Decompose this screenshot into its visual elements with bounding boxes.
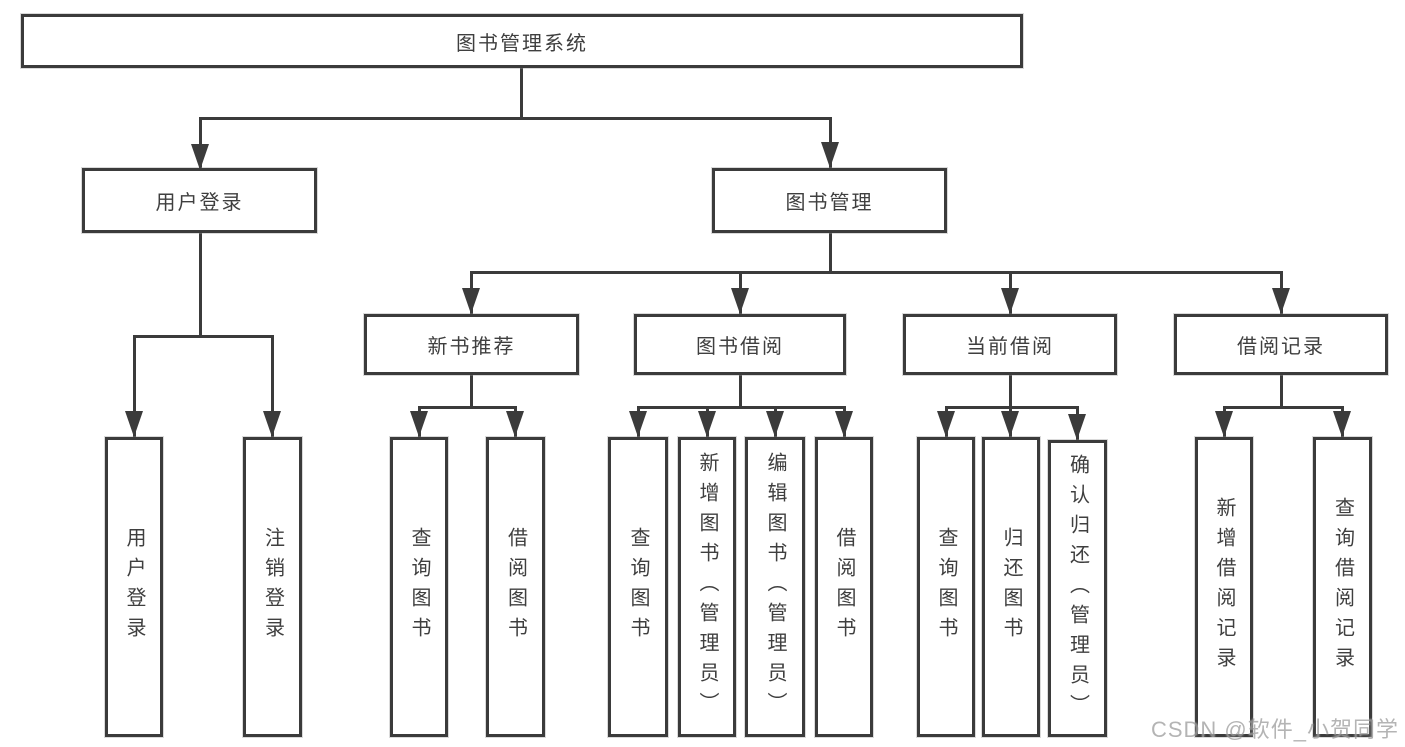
connector-line — [739, 375, 742, 409]
arrow-down-icon — [821, 142, 839, 168]
node-borrow-records: 借阅记录 — [1174, 314, 1388, 375]
leaf-edit-book-admin: 编辑图书（管理员） — [745, 437, 805, 737]
node-book-borrow: 图书借阅 — [634, 314, 846, 375]
watermark: CSDN @软件_小贺同学 — [1150, 717, 1399, 742]
arrow-down-icon — [1272, 288, 1290, 314]
arrow-down-icon — [462, 288, 480, 314]
leaf-add-borrow-record: 新增借阅记录 — [1195, 437, 1253, 737]
node-book-management: 图书管理 — [712, 168, 947, 233]
arrow-down-icon — [506, 411, 524, 437]
leaf-query-books-borrow: 查询图书 — [608, 437, 668, 737]
connector-line — [1009, 375, 1012, 409]
arrow-down-icon — [731, 288, 749, 314]
arrow-down-icon — [1001, 288, 1019, 314]
arrow-down-icon — [766, 411, 784, 437]
leaf-add-book-admin: 新增图书（管理员） — [678, 437, 736, 737]
node-new-book-recommend: 新书推荐 — [364, 314, 579, 375]
connector-line — [418, 406, 517, 409]
node-user-login: 用户登录 — [82, 168, 317, 233]
leaf-query-books-newbook: 查询图书 — [390, 437, 448, 737]
leaf-return-books: 归还图书 — [982, 437, 1040, 737]
connector-line — [133, 335, 136, 437]
connector-line — [271, 335, 274, 437]
leaf-query-books-current: 查询图书 — [917, 437, 975, 737]
leaf-confirm-return-admin: 确认归还（管理员） — [1048, 440, 1107, 737]
arrow-down-icon — [125, 411, 143, 437]
connector-line — [199, 117, 202, 170]
leaf-query-borrow-record: 查询借阅记录 — [1313, 437, 1372, 737]
leaf-borrow-books-newbook: 借阅图书 — [486, 437, 545, 737]
connector-line — [470, 375, 473, 409]
connector-line — [520, 68, 523, 120]
node-current-borrow: 当前借阅 — [903, 314, 1117, 375]
arrow-down-icon — [263, 411, 281, 437]
connector-line — [829, 233, 832, 274]
connector-line — [133, 335, 274, 338]
leaf-user-login: 用户登录 — [105, 437, 163, 737]
arrow-down-icon — [1333, 411, 1351, 437]
leaf-borrow-books-borrow: 借阅图书 — [815, 437, 873, 737]
arrow-down-icon — [937, 411, 955, 437]
arrow-down-icon — [1001, 411, 1019, 437]
arrow-down-icon — [629, 411, 647, 437]
arrow-down-icon — [410, 411, 428, 437]
arrow-down-icon — [1068, 414, 1086, 440]
connector-line — [637, 406, 845, 409]
arrow-down-icon — [835, 411, 853, 437]
connector-line — [470, 271, 1282, 274]
connector-line — [1280, 375, 1283, 409]
arrow-down-icon — [1215, 411, 1233, 437]
arrow-down-icon — [191, 144, 209, 170]
leaf-logout: 注销登录 — [243, 437, 302, 737]
arrow-down-icon — [698, 411, 716, 437]
node-library-system: 图书管理系统 — [21, 14, 1023, 68]
connector-line — [199, 117, 831, 120]
connector-line — [199, 233, 202, 337]
connector-line — [1223, 406, 1344, 409]
